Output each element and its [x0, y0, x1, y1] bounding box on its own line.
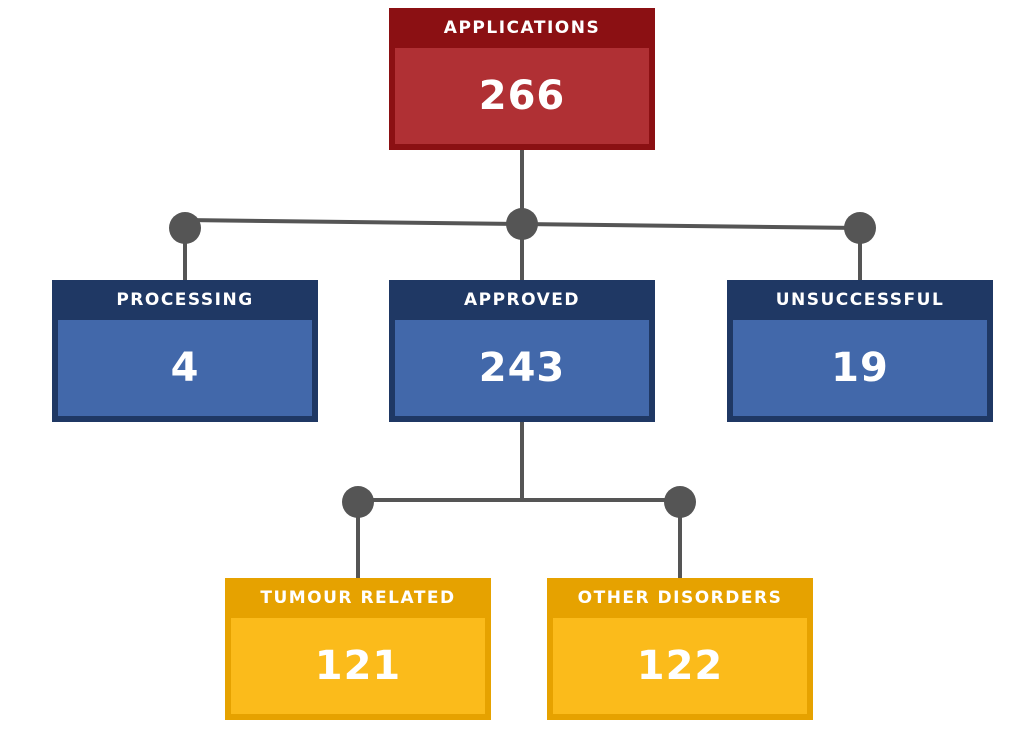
applications-box: APPLICATIONS 266 [389, 8, 655, 150]
processing-box: PROCESSING 4 [52, 280, 318, 422]
other-disorders-label: OTHER DISORDERS [577, 588, 783, 608]
tumour-related-label: TUMOUR RELATED [260, 588, 456, 608]
approved-label: APPROVED [463, 290, 581, 310]
node-dot-processing [169, 212, 201, 244]
node-dot-tumour [342, 486, 374, 518]
processing-value: 4 [58, 320, 312, 416]
applications-value: 266 [395, 48, 649, 144]
unsuccessful-value: 19 [733, 320, 987, 416]
processing-label: PROCESSING [116, 290, 254, 310]
unsuccessful-box: UNSUCCESSFUL 19 [727, 280, 993, 422]
tumour-related-value: 121 [231, 618, 485, 714]
connector-branch-left [184, 218, 523, 226]
other-disorders-box: OTHER DISORDERS 122 [547, 578, 813, 720]
node-dot-unsuccessful [844, 212, 876, 244]
approved-box: APPROVED 243 [389, 280, 655, 422]
approved-value: 243 [395, 320, 649, 416]
connector-branch-right [521, 222, 861, 230]
unsuccessful-label: UNSUCCESSFUL [775, 290, 945, 310]
node-dot-center [506, 208, 538, 240]
tumour-related-box: TUMOUR RELATED 121 [225, 578, 491, 720]
applications-label: APPLICATIONS [443, 18, 601, 38]
other-disorders-value: 122 [553, 618, 807, 714]
node-dot-other [664, 486, 696, 518]
